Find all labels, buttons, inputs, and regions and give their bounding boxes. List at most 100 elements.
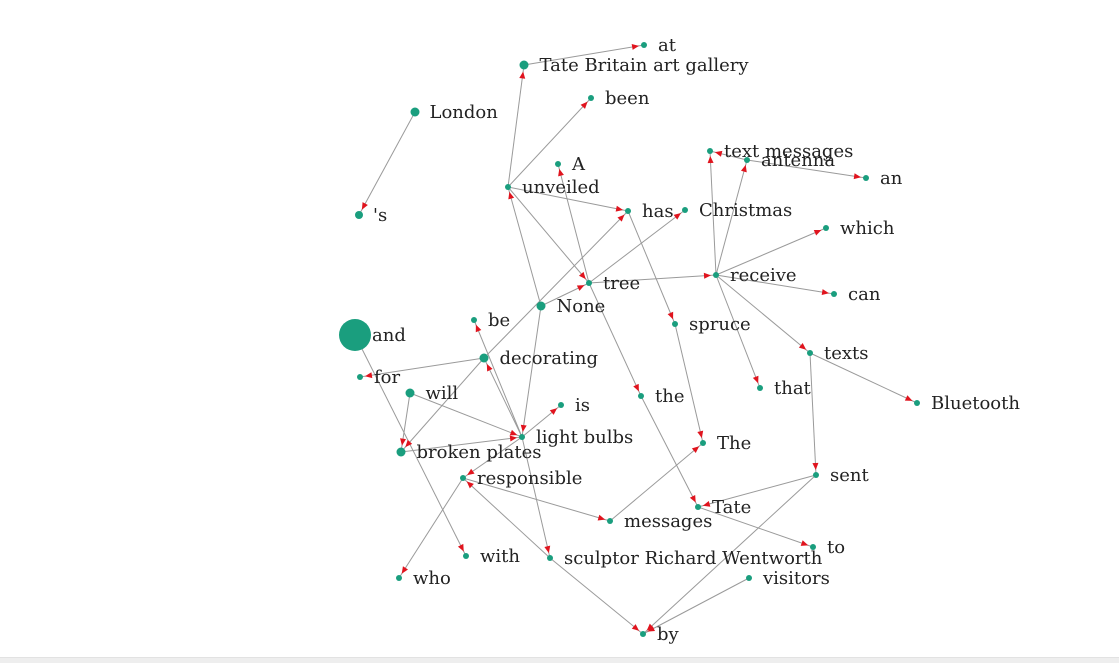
node-tate[interactable] <box>695 504 701 510</box>
edge-tate-to-to <box>697 506 814 548</box>
node-receive[interactable] <box>713 272 719 278</box>
node-label-and: and <box>372 325 406 346</box>
arrowhead-light_bulbs <box>509 435 518 442</box>
node-by[interactable] <box>640 631 646 637</box>
node-unveiled[interactable] <box>505 184 511 190</box>
edge-light_bulbs-to-sculptor <box>521 436 551 559</box>
node-label-been: been <box>605 88 650 109</box>
node-spruce[interactable] <box>672 321 678 327</box>
node-bluetooth[interactable] <box>914 400 920 406</box>
node-label-tree: tree <box>603 273 640 294</box>
arrowhead-tate <box>689 494 696 503</box>
edge-tree-to-receive <box>588 274 717 284</box>
node-label-texts: texts <box>824 343 869 364</box>
node-texts[interactable] <box>807 350 813 356</box>
arrowhead-receive <box>703 272 712 279</box>
arrowhead-unveiled <box>508 191 515 200</box>
node-and[interactable] <box>339 319 371 351</box>
node-label-decorating: decorating <box>500 348 599 369</box>
node-tree[interactable] <box>586 280 592 286</box>
edge-responsible-to-messages <box>462 477 611 522</box>
node-london[interactable] <box>410 107 420 117</box>
arrowhead-text_messages <box>707 155 714 164</box>
node-tate_britain[interactable] <box>519 60 529 70</box>
edge-receive-to-that <box>715 274 761 389</box>
node-light_bulbs[interactable] <box>519 434 525 440</box>
node-label-at: at <box>658 35 677 56</box>
node-messages[interactable] <box>607 518 613 524</box>
node-broken_plates[interactable] <box>396 447 406 457</box>
arrowhead-for <box>364 372 373 379</box>
node-label-is: is <box>575 395 590 416</box>
node-at[interactable] <box>641 42 647 48</box>
node-will[interactable] <box>405 388 415 398</box>
node-an[interactable] <box>863 175 869 181</box>
node-that[interactable] <box>757 385 763 391</box>
edge-tree-to-christmas <box>588 209 686 284</box>
node-antenna[interactable] <box>744 157 750 163</box>
node-can[interactable] <box>831 291 837 297</box>
node-which[interactable] <box>823 225 829 231</box>
node-sent[interactable] <box>813 472 819 478</box>
arrowhead-messages <box>597 514 606 521</box>
node-label-will: will <box>426 383 459 404</box>
node-is[interactable] <box>558 402 564 408</box>
edge-receive-to-antenna <box>715 159 748 276</box>
edge-tate_britain-to-at <box>523 44 645 66</box>
node-label-with: with <box>480 546 520 567</box>
node-a[interactable] <box>555 161 561 167</box>
node-label-messages: messages <box>624 511 712 532</box>
node-label-responsible: responsible <box>477 468 582 489</box>
node-label-the: the <box>655 386 684 407</box>
edge-none-to-light_bulbs <box>521 305 542 438</box>
edge-tree-to-the <box>588 282 642 397</box>
node-sculptor[interactable] <box>547 555 553 561</box>
node-label-to: to <box>827 537 845 558</box>
node-be[interactable] <box>471 317 477 323</box>
arrowhead-is <box>549 408 558 415</box>
arrowhead-an <box>853 173 862 180</box>
node-label-the_cap: The <box>717 433 751 454</box>
node-none[interactable] <box>536 301 546 311</box>
arrowhead-responsible <box>467 468 475 476</box>
node-label-who: who <box>413 568 451 589</box>
arrowhead-tate_britain <box>519 71 526 79</box>
node-for[interactable] <box>357 374 363 380</box>
edge-receive-to-texts <box>715 274 811 354</box>
node-label-can: can <box>848 284 881 305</box>
edge-tree-to-a <box>557 163 590 284</box>
arrowhead-tree <box>576 285 585 291</box>
node-text_messages[interactable] <box>707 148 713 154</box>
node-decorating[interactable] <box>479 353 489 363</box>
arrowhead-broken_plates <box>405 439 413 448</box>
node-to[interactable] <box>810 544 816 550</box>
edge-london-to-s <box>358 111 416 216</box>
node-label-by: by <box>657 624 680 645</box>
node-label-spruce: spruce <box>689 314 751 335</box>
edges-layer <box>354 44 918 635</box>
node-label-light_bulbs: light bulbs <box>536 427 633 448</box>
node-responsible[interactable] <box>460 475 466 481</box>
arrowhead-by <box>631 624 640 631</box>
edge-the-to-tate <box>640 395 699 508</box>
arrowhead-has <box>617 214 625 222</box>
node-the[interactable] <box>638 393 644 399</box>
node-been[interactable] <box>588 95 594 101</box>
node-label-receive: receive <box>730 265 797 286</box>
node-christmas[interactable] <box>682 207 688 213</box>
arrowhead-responsible <box>466 481 474 489</box>
node-label-bluetooth: Bluetooth <box>931 393 1020 414</box>
node-label-tate_britain: Tate Britain art gallery <box>540 55 750 76</box>
node-has[interactable] <box>625 208 631 214</box>
edge-unveiled-to-has <box>507 186 629 212</box>
edge-sent-to-by <box>642 474 817 635</box>
node-visitors[interactable] <box>746 575 752 581</box>
arrowhead-be <box>475 324 482 333</box>
node-who[interactable] <box>396 575 402 581</box>
node-the_cap[interactable] <box>700 440 706 446</box>
arrowhead-text_messages <box>714 150 723 157</box>
node-label-unveiled: unveiled <box>522 177 600 198</box>
node-with[interactable] <box>463 553 469 559</box>
node-s[interactable] <box>355 211 363 219</box>
node-label-an: an <box>880 168 903 189</box>
